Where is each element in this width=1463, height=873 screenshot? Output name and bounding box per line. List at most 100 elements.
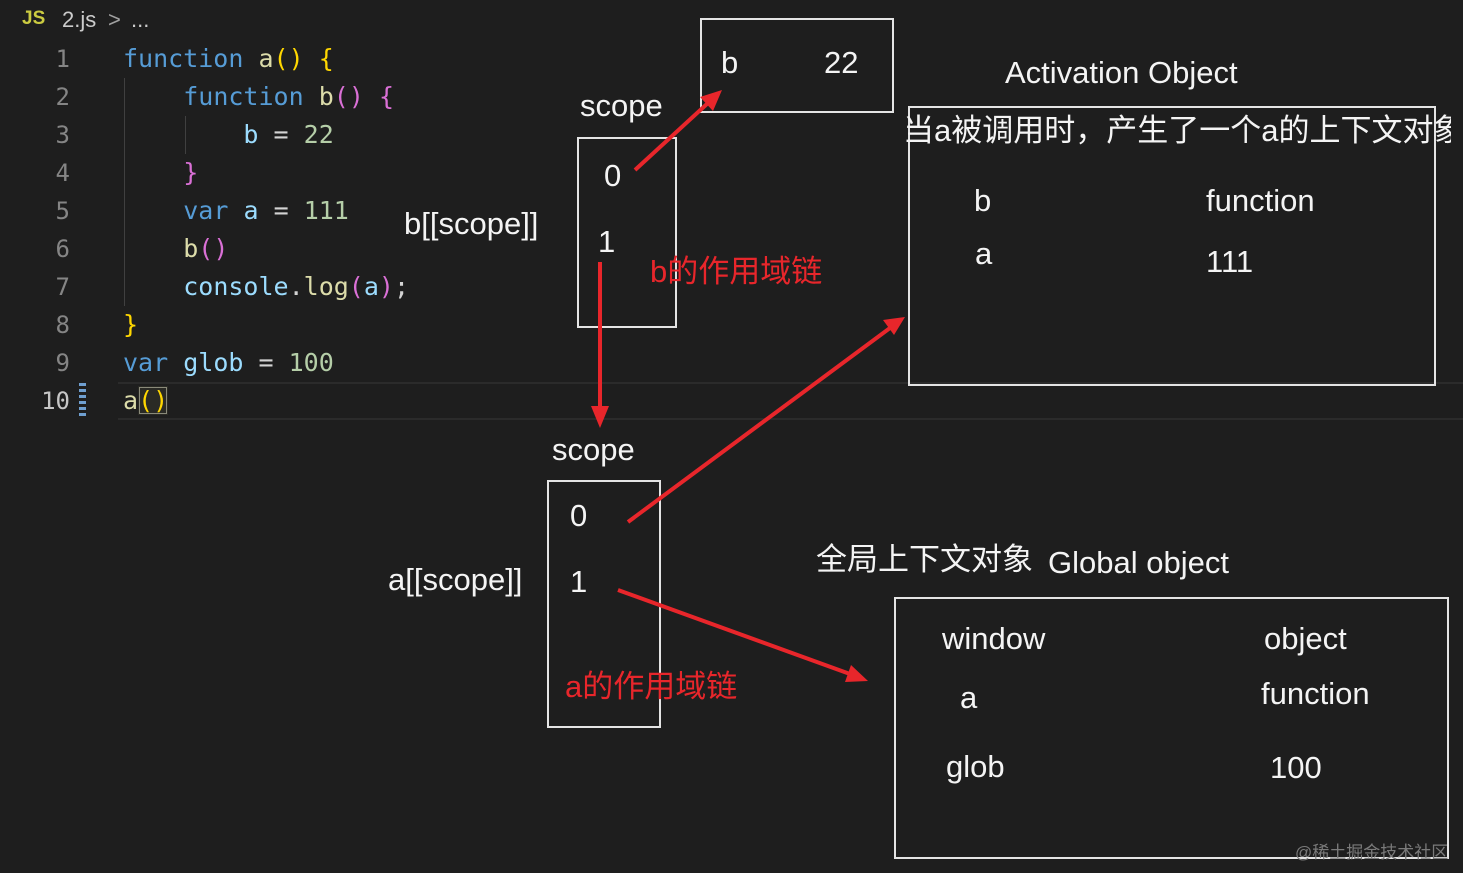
line-content[interactable]: function b() { xyxy=(123,78,394,116)
activation-object-box xyxy=(908,106,1436,386)
breadcrumb-file[interactable]: 2.js xyxy=(62,7,97,32)
line-content[interactable]: b = 22 xyxy=(123,116,334,154)
code-token-plain xyxy=(123,272,183,301)
line-number: 9 xyxy=(55,349,70,377)
line-number: 4 xyxy=(55,159,70,187)
code-token-bracket1: { xyxy=(318,44,334,73)
code-token-plain xyxy=(243,348,258,377)
b-scope-slot-0: 0 xyxy=(604,158,622,193)
code-token-plain xyxy=(289,196,304,225)
a-scope-chain-label: a的作用域链 xyxy=(565,669,738,704)
code-token-variable: a xyxy=(363,272,379,301)
code-line[interactable]: 7 console.log(a); xyxy=(0,268,1463,306)
line-content[interactable]: var glob = 100 xyxy=(123,344,334,382)
code-token-plain xyxy=(274,348,289,377)
a-scope-slot-1: 1 xyxy=(570,564,588,599)
code-line[interactable]: 10 a() xyxy=(0,382,1463,420)
code-token-plain xyxy=(258,120,273,149)
code-token-operator: ; xyxy=(393,272,410,301)
line-number: 10 xyxy=(41,387,70,415)
global-entry-value: function xyxy=(1261,676,1370,711)
global-entry-value: 100 xyxy=(1270,750,1322,785)
code-token-bracket1: () xyxy=(138,386,169,415)
line-content[interactable]: b() xyxy=(123,230,228,268)
line-number: 2 xyxy=(55,83,70,111)
code-token-variable: glob xyxy=(183,348,244,377)
code-token-plain xyxy=(259,196,274,225)
code-token-variable: a xyxy=(243,196,259,225)
code-line[interactable]: 9 var glob = 100 xyxy=(0,344,1463,382)
code-token-function: a xyxy=(258,44,274,73)
code-token-plain xyxy=(304,44,319,73)
a-scope-owner-label: a[[scope]] xyxy=(388,562,523,597)
code-token-keyword: function xyxy=(183,82,304,111)
b-variable-value: 22 xyxy=(824,45,859,80)
line-number: 1 xyxy=(55,45,70,73)
chevron-right-icon: > xyxy=(108,7,121,32)
code-token-function: b xyxy=(318,82,334,111)
git-change-indicator[interactable] xyxy=(79,383,86,419)
code-token-number: 22 xyxy=(303,120,334,149)
code-token-plain xyxy=(123,82,183,111)
code-token-operator: = xyxy=(258,348,274,377)
code-token-variable: console xyxy=(183,272,289,301)
code-token-operator: = xyxy=(273,196,289,225)
code-line[interactable]: 6 b() xyxy=(0,230,1463,268)
code-token-number: 111 xyxy=(303,196,349,225)
code-line[interactable]: 2 function b() { xyxy=(0,78,1463,116)
code-line[interactable]: 4 } xyxy=(0,154,1463,192)
b-scope-chain-label: b的作用域链 xyxy=(650,254,823,289)
code-token-operator: . xyxy=(288,272,304,301)
code-token-function: b xyxy=(183,234,199,263)
code-line[interactable]: 3 b = 22 xyxy=(0,116,1463,154)
b-scope-owner-label: b[[scope]] xyxy=(404,206,539,241)
code-token-keyword: var xyxy=(123,348,169,377)
code-token-plain xyxy=(123,234,183,263)
code-line[interactable]: 8} xyxy=(0,306,1463,344)
b-variable-name: b xyxy=(721,45,739,80)
line-number: 6 xyxy=(55,235,70,263)
a-scope-title: scope xyxy=(552,432,635,467)
code-token-bracket2: ( xyxy=(348,272,364,301)
code-token-function: log xyxy=(303,272,349,301)
code-token-bracket2: { xyxy=(378,82,394,111)
line-number: 5 xyxy=(55,197,70,225)
watermark: @稀土掘金技术社区 xyxy=(1295,843,1449,862)
indent-guide xyxy=(185,116,186,154)
a-scope-slot-0: 0 xyxy=(570,498,588,533)
line-number: 7 xyxy=(55,273,70,301)
code-token-plain xyxy=(123,196,183,225)
code-token-bracket1: () xyxy=(273,44,304,73)
b-scope-box xyxy=(577,137,677,328)
indent-guide xyxy=(124,78,125,306)
line-content[interactable]: function a() { xyxy=(123,40,334,78)
b-variable-box xyxy=(700,18,894,113)
line-content[interactable]: var a = 111 xyxy=(123,192,349,230)
code-token-operator: = xyxy=(273,120,289,149)
line-content[interactable]: } xyxy=(123,306,138,344)
line-content[interactable]: a() xyxy=(123,382,169,420)
activation-entry-key: b xyxy=(974,183,992,218)
line-content[interactable]: } xyxy=(123,154,198,192)
global-entry-key: a xyxy=(960,680,978,715)
b-scope-title: scope xyxy=(580,88,663,123)
global-object-title: Global object xyxy=(1048,545,1229,580)
code-line[interactable]: 1 function a() { xyxy=(0,40,1463,78)
code-token-plain xyxy=(243,44,258,73)
code-token-plain xyxy=(228,196,243,225)
javascript-file-icon: JS xyxy=(22,8,46,29)
code-line[interactable]: 5 var a = 111 xyxy=(0,192,1463,230)
b-scope-slot-1: 1 xyxy=(598,224,616,259)
breadcrumb-more[interactable]: ... xyxy=(131,7,150,32)
global-object-title-cn: 全局上下文对象 xyxy=(816,542,1033,577)
line-content[interactable]: console.log(a); xyxy=(123,268,409,306)
code-token-bracket2: } xyxy=(183,158,199,187)
code-token-plain xyxy=(364,82,379,111)
activation-entry-value: function xyxy=(1206,183,1315,218)
code-token-bracket1: } xyxy=(123,310,139,339)
activation-entry-value: 111 xyxy=(1206,244,1254,279)
code-token-bracket2: () xyxy=(198,234,229,263)
activation-object-caption: 当a被调用时，产生了一个a的上下文对象 xyxy=(903,113,1451,148)
